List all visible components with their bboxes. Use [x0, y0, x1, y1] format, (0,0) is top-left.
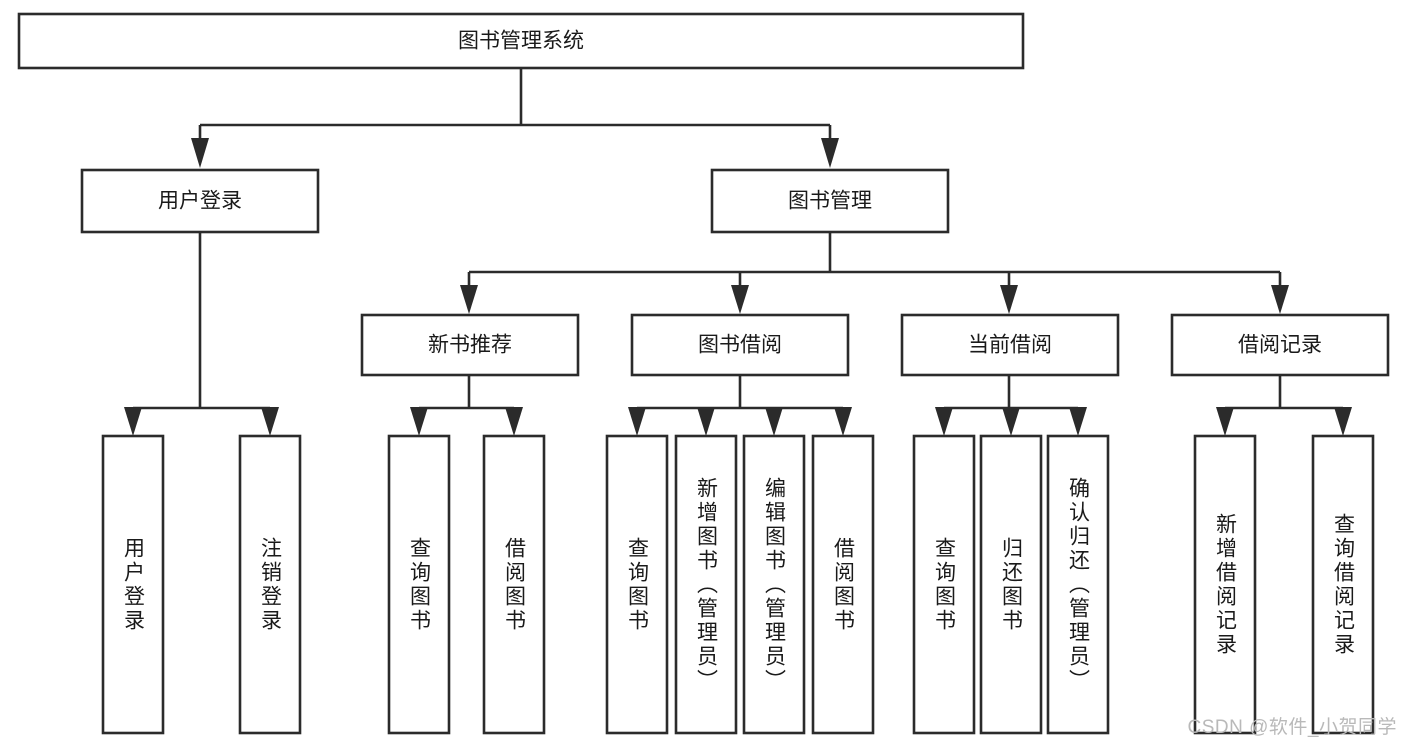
- node-new-book-label: 新书推荐: [428, 334, 512, 357]
- leaf-box-borrow-record-2[interactable]: [1311, 434, 1375, 735]
- arrowhead-leaf-borrow-record-1: [1216, 407, 1234, 436]
- arrowhead-leaf-book-borrow-1: [628, 407, 646, 436]
- leaf-box-new-book-2[interactable]: [482, 434, 546, 735]
- arrowhead-book-manage: [821, 138, 839, 168]
- arrowhead-leaf-book-borrow-3: [765, 407, 783, 436]
- arrowhead-leaf-new-book-1: [410, 407, 428, 436]
- arrowhead-leaf-current-borrow-3: [1069, 407, 1087, 436]
- node-borrow-record-box[interactable]: [1170, 313, 1390, 377]
- leaf-box-book-borrow-4[interactable]: [811, 434, 875, 735]
- arrowhead-leaf-current-borrow-2: [1002, 407, 1020, 436]
- arrowhead-new-book: [460, 285, 478, 314]
- node-current-borrow-box[interactable]: [900, 313, 1120, 377]
- arrowhead-leaf-borrow-record-2: [1334, 407, 1352, 436]
- leaf-box-book-borrow-1[interactable]: [605, 434, 669, 735]
- connector-group-book-borrow: [628, 375, 852, 436]
- connector-group-root: [191, 68, 839, 168]
- node-book-borrow-label: 图书借阅: [698, 334, 782, 357]
- leaf-box-new-book-1[interactable]: [387, 434, 451, 735]
- leaf-box-current-borrow-1[interactable]: [912, 434, 976, 735]
- arrowhead-leaf-book-borrow-4: [834, 407, 852, 436]
- connector-group-borrow-record: [1216, 375, 1352, 436]
- node-book-borrow-box[interactable]: [630, 313, 850, 377]
- node-current-borrow-label: 当前借阅: [968, 334, 1052, 357]
- connector-group-new-book: [410, 375, 523, 436]
- leaf-box-book-borrow-3[interactable]: [742, 434, 806, 735]
- arrowhead-book-borrow: [731, 285, 749, 314]
- node-root-box[interactable]: [17, 12, 1025, 70]
- node-new-book-box[interactable]: [360, 313, 580, 377]
- connector-group-user-login: [124, 232, 279, 436]
- node-book-manage-label: 图书管理: [788, 190, 872, 213]
- leaf-box-user-login-1[interactable]: [101, 434, 165, 735]
- node-root-label: 图书管理系统: [458, 30, 584, 53]
- leaf-box-borrow-record-1[interactable]: [1193, 434, 1257, 735]
- leaf-box-current-borrow-2[interactable]: [979, 434, 1043, 735]
- connector-group-current-borrow: [935, 375, 1087, 436]
- arrowhead-user-login: [191, 138, 209, 168]
- arrowhead-leaf-current-borrow-1: [935, 407, 953, 436]
- arrowhead-borrow-record: [1271, 285, 1289, 314]
- leaf-box-current-borrow-3[interactable]: [1046, 434, 1110, 735]
- node-user-login-box[interactable]: [80, 168, 320, 234]
- arrowhead-leaf-book-borrow-2: [697, 407, 715, 436]
- leaf-box-book-borrow-2[interactable]: [674, 434, 738, 735]
- arrowhead-leaf-user-login-1: [124, 407, 142, 436]
- node-borrow-record-label: 借阅记录: [1238, 334, 1322, 357]
- node-user-login-label: 用户登录: [158, 190, 242, 213]
- node-book-manage-box[interactable]: [710, 168, 950, 234]
- arrowhead-leaf-user-login-2: [261, 407, 279, 436]
- arrowhead-leaf-new-book-2: [505, 407, 523, 436]
- connector-group-book-manage: [460, 232, 1289, 314]
- leaf-box-user-login-2[interactable]: [238, 434, 302, 735]
- arrowhead-current-borrow: [1000, 285, 1018, 314]
- watermark-text: CSDN @软件_小贺同学: [1187, 717, 1397, 738]
